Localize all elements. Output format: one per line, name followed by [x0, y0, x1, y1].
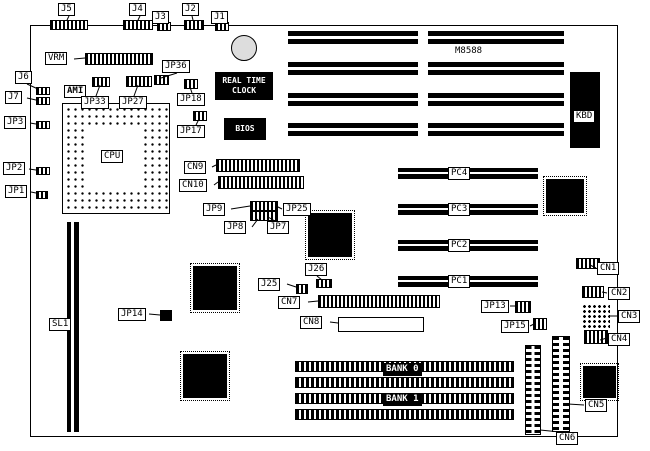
label-kbd: KBD — [573, 110, 596, 123]
vrm-module — [85, 53, 153, 65]
pin-header-cn6 — [525, 345, 541, 435]
label-jp7: JP7 — [267, 221, 290, 234]
jumper-jp18 — [184, 79, 198, 89]
jumper-jp1 — [36, 191, 48, 199]
label-ami: AMI — [64, 85, 87, 98]
board-model-text: M8588 — [455, 46, 483, 56]
label-cn10: CN10 — [179, 179, 207, 192]
rtc-label-line2: CLOCK — [231, 86, 257, 95]
label-cn2: CN2 — [608, 287, 631, 300]
label-j4: J4 — [129, 3, 146, 16]
label-j26: J26 — [305, 263, 328, 276]
label-jp9: JP9 — [203, 203, 226, 216]
chip-bottom-left — [180, 351, 230, 401]
isa-slot-1-left — [288, 31, 418, 44]
jumper-jp2 — [36, 167, 50, 175]
label-cn3: CN3 — [618, 310, 641, 323]
connector-j2 — [184, 20, 204, 30]
isa-slot-4-right — [428, 123, 564, 136]
jumper-jp33 — [92, 77, 110, 87]
label-jp17: JP17 — [177, 125, 205, 138]
label-cn7: CN7 — [278, 296, 301, 309]
label-j3: J3 — [152, 11, 169, 24]
connector-j4 — [123, 20, 153, 30]
connector-cn7 — [318, 295, 440, 308]
label-jp14: JP14 — [118, 308, 146, 321]
connector-cn9 — [216, 159, 300, 172]
jumper-cluster-top — [250, 201, 278, 211]
label-bank1: BANK 1 — [383, 393, 422, 406]
label-pc4: PC4 — [448, 167, 471, 180]
label-vrm: VRM — [45, 52, 68, 65]
jumper-cluster-bottom — [250, 211, 278, 221]
label-jp36: JP36 — [162, 60, 190, 73]
label-j25: J25 — [258, 278, 281, 291]
isa-slot-2-left — [288, 62, 418, 75]
pin-header-cn5 — [552, 336, 570, 432]
jumper-j7 — [36, 97, 50, 105]
rtc-label-line1: REAL TIME — [222, 76, 266, 85]
label-jp2: JP2 — [3, 162, 26, 175]
rtc-chip: REAL TIME CLOCK — [215, 72, 273, 100]
bios-chip: BIOS — [224, 118, 266, 140]
jumper-jp36 — [154, 75, 169, 85]
battery — [231, 35, 257, 61]
label-jp1: JP1 — [5, 185, 28, 198]
slot-sl1 — [67, 222, 79, 432]
chip-bottom-right — [580, 363, 619, 401]
isa-slot-1-right — [428, 31, 564, 44]
bios-label: BIOS — [235, 124, 255, 133]
label-jp13: JP13 — [481, 300, 509, 313]
connector-cn2 — [582, 286, 604, 298]
label-pc3: PC3 — [448, 203, 471, 216]
jumper-j26 — [316, 279, 332, 288]
isa-slot-3-right — [428, 93, 564, 106]
simm-slot-2 — [295, 377, 514, 388]
label-jp15: JP15 — [501, 320, 529, 333]
isa-slot-4-left — [288, 123, 418, 136]
label-cpu: CPU — [101, 150, 124, 163]
label-bank0: BANK 0 — [383, 363, 422, 376]
jumper-jp15 — [533, 318, 547, 330]
label-cn1: CN1 — [597, 262, 620, 275]
label-pc1: PC1 — [448, 275, 471, 288]
label-pc2: PC2 — [448, 239, 471, 252]
jumper-j6 — [36, 87, 50, 95]
connector-cn3 — [582, 304, 610, 328]
label-cn9: CN9 — [184, 161, 207, 174]
jumper-jp14 — [160, 310, 172, 321]
label-jp25: JP25 — [283, 203, 311, 216]
label-jp18: JP18 — [177, 93, 205, 106]
label-jp27: JP27 — [119, 96, 147, 109]
chip-top-right — [543, 176, 587, 216]
jumper-jp17 — [193, 111, 207, 121]
jumper-jp13 — [515, 301, 531, 313]
label-cn5: CN5 — [585, 399, 608, 412]
label-j2: J2 — [182, 3, 199, 16]
isa-slot-2-right — [428, 62, 564, 75]
label-j6: J6 — [15, 71, 32, 84]
label-jp33: JP33 — [81, 96, 109, 109]
label-j7: J7 — [5, 91, 22, 104]
label-j1: J1 — [211, 11, 228, 24]
label-jp8: JP8 — [224, 221, 247, 234]
chip-center-left — [190, 263, 240, 313]
simm-slot-4 — [295, 409, 514, 420]
jumper-jp3 — [36, 121, 50, 129]
jumper-j25 — [296, 284, 308, 294]
isa-slot-3-left — [288, 93, 418, 106]
label-cn6: CN6 — [556, 432, 579, 445]
label-sl1: SL1 — [49, 318, 72, 331]
jumper-jp27 — [126, 76, 152, 87]
label-cn4: CN4 — [608, 333, 631, 346]
chip-middle — [305, 210, 355, 260]
connector-cn4 — [584, 330, 608, 344]
connector-j5 — [50, 20, 88, 30]
connector-cn8 — [338, 317, 424, 332]
connector-cn10 — [218, 176, 304, 189]
label-jp3: JP3 — [4, 116, 27, 129]
label-cn8: CN8 — [300, 316, 323, 329]
label-j5: J5 — [58, 3, 75, 16]
